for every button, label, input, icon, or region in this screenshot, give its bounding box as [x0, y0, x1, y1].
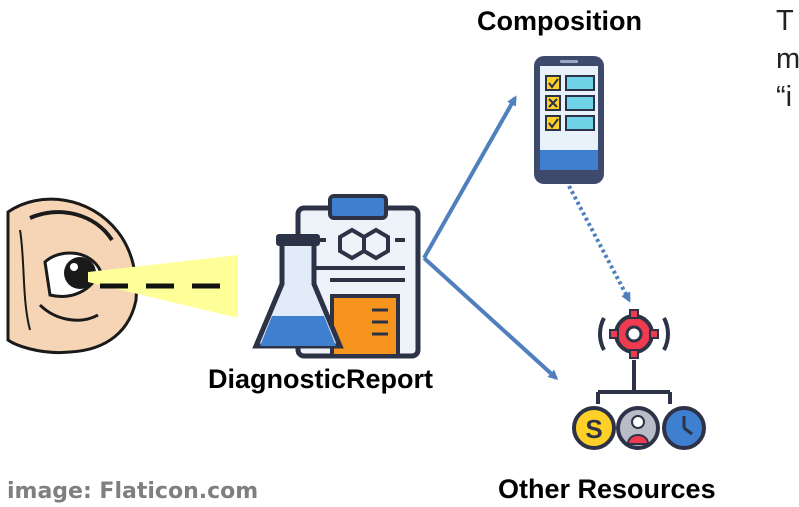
- diagnostic-report-icon: [252, 194, 421, 359]
- composition-icon: [534, 56, 604, 184]
- svg-text:S: S: [585, 414, 602, 444]
- other-resources-icon: S: [572, 309, 706, 450]
- dotted-arrow-composition-to-other: [567, 185, 631, 303]
- eye-icon: [6, 197, 138, 355]
- other-resources-label: Other Resources: [498, 474, 716, 504]
- image-credit: image: Flaticon.com: [7, 479, 259, 504]
- composition-label: Composition: [477, 6, 642, 36]
- vision-beam: [88, 255, 238, 318]
- side-text-line-3: “i: [776, 81, 793, 113]
- diagnostic-report-label: DiagnosticReport: [208, 364, 434, 394]
- arrow-to-composition: [422, 95, 517, 259]
- clock-icon: [662, 406, 706, 450]
- person-icon: [616, 406, 660, 450]
- dollar-icon: S: [572, 406, 616, 450]
- side-text-line-1: T: [776, 5, 794, 37]
- arrow-to-other-resources: [422, 256, 559, 381]
- side-text-line-2: m: [776, 43, 799, 75]
- gear-icon: [598, 309, 670, 359]
